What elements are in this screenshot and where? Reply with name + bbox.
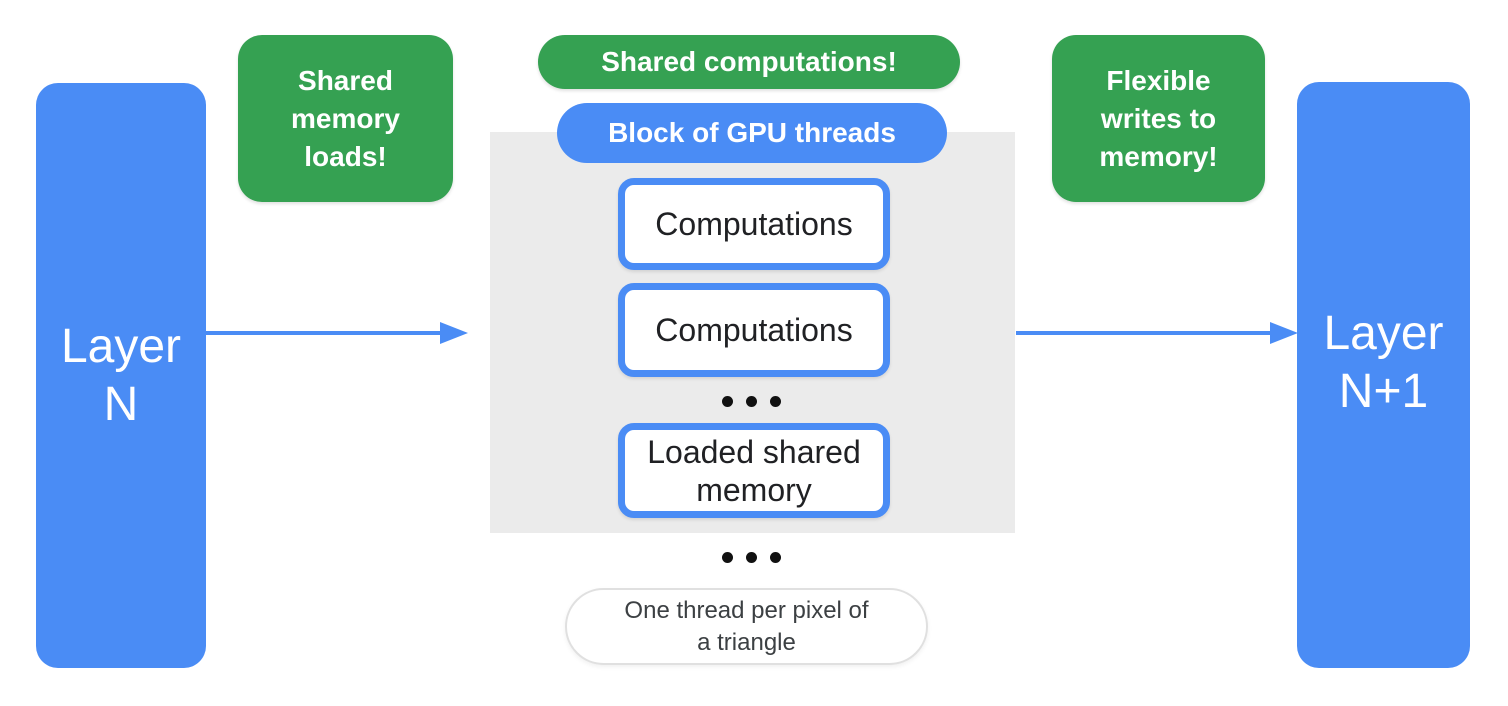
callout-shared-memory-loads-text: Shared memory loads! xyxy=(291,64,400,172)
dot xyxy=(770,552,781,563)
computations-box-2: Computations xyxy=(618,283,890,377)
thread-per-pixel-note: One thread per pixel of a triangle xyxy=(565,588,928,665)
dot xyxy=(746,396,757,407)
computations-box-1-text: Computations xyxy=(655,206,853,242)
gpu-thread-block-title: Block of GPU threads xyxy=(557,103,947,163)
loaded-shared-memory-box-text: Loaded shared memory xyxy=(647,433,861,508)
layer-n-box: Layer N xyxy=(36,83,206,668)
computations-box-1: Computations xyxy=(618,178,890,270)
dot xyxy=(722,396,733,407)
loaded-shared-memory-box: Loaded shared memory xyxy=(618,423,890,518)
callout-shared-computations-text: Shared computations! xyxy=(601,46,897,77)
arrow-layer-n-to-block-head-icon xyxy=(440,322,468,344)
layer-n-plus-1-box: Layer N+1 xyxy=(1297,82,1470,668)
callout-shared-memory-loads: Shared memory loads! xyxy=(238,35,453,202)
computations-box-2-text: Computations xyxy=(655,312,853,348)
dot xyxy=(746,552,757,563)
ellipsis-dots-below-block xyxy=(722,552,781,563)
dot xyxy=(770,396,781,407)
layer-n-plus-1-label: Layer N+1 xyxy=(1323,307,1444,418)
thread-per-pixel-note-text: One thread per pixel of a triangle xyxy=(624,596,869,656)
ellipsis-dots-inside-block xyxy=(722,396,781,407)
arrow-block-to-layer-n-plus-1-head-icon xyxy=(1270,322,1298,344)
callout-shared-computations: Shared computations! xyxy=(538,35,960,89)
callout-flexible-writes: Flexible writes to memory! xyxy=(1052,35,1265,202)
gpu-thread-block-title-text: Block of GPU threads xyxy=(608,117,896,148)
callout-flexible-writes-text: Flexible writes to memory! xyxy=(1099,64,1218,172)
layer-n-label: Layer N xyxy=(60,319,182,431)
dot xyxy=(722,552,733,563)
arrow-block-to-layer-n-plus-1 xyxy=(1016,331,1271,335)
arrow-layer-n-to-block xyxy=(206,331,441,335)
